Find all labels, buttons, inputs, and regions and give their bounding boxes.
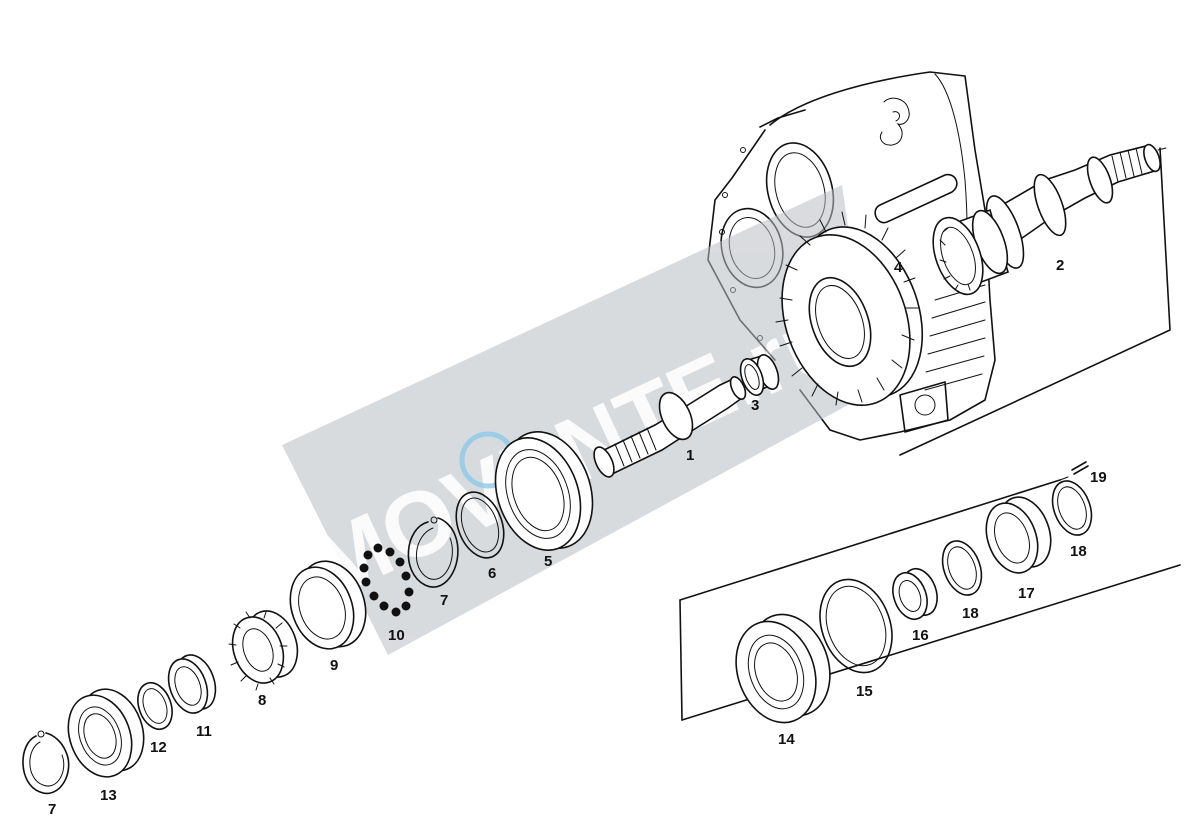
label-part-9: 9 xyxy=(330,657,338,674)
part-19-pin xyxy=(1071,461,1089,475)
part-11-bush xyxy=(167,654,217,714)
part-14-bearing xyxy=(735,613,831,724)
label-part-6: 6 xyxy=(488,565,496,582)
label-part-19: 19 xyxy=(1090,469,1107,486)
part-16-bushing xyxy=(892,567,938,621)
label-part-18-right: 18 xyxy=(1070,543,1087,560)
label-part-2: 2 xyxy=(1056,257,1064,274)
label-part-13: 13 xyxy=(100,787,117,804)
part-18-ring-left xyxy=(941,540,983,596)
part-12-ring xyxy=(137,681,173,731)
part-15-ring xyxy=(819,578,893,674)
label-part-15: 15 xyxy=(856,683,873,700)
part-13-bearing xyxy=(67,688,145,778)
label-part-10: 10 xyxy=(388,627,405,644)
part-10-ball-set xyxy=(359,543,414,617)
label-part-7-upper: 7 xyxy=(440,592,448,609)
label-part-8: 8 xyxy=(258,692,266,709)
housing-ribs xyxy=(924,284,986,391)
part-6-ring xyxy=(455,491,505,559)
label-part-4: 4 xyxy=(894,259,903,276)
part-5-bearing xyxy=(494,431,594,551)
part-18-ring-right xyxy=(1051,480,1093,536)
label-part-11: 11 xyxy=(196,723,212,740)
label-part-12: 12 xyxy=(150,739,167,756)
label-part-1: 1 xyxy=(686,447,694,464)
part-2-synchro-ring xyxy=(932,208,1009,296)
label-part-14: 14 xyxy=(778,731,795,748)
part-9-collar xyxy=(289,560,367,650)
callout-labels: 1 2 3 4 5 6 7 7 8 9 10 11 12 13 14 15 16… xyxy=(48,257,1107,818)
label-part-7-lower: 7 xyxy=(48,801,56,818)
label-part-17: 17 xyxy=(1018,585,1035,602)
label-part-5: 5 xyxy=(544,553,552,570)
part-8-splined-hub xyxy=(228,610,299,691)
label-part-3: 3 xyxy=(751,397,759,414)
part-7-circlip-lower xyxy=(22,730,70,795)
part-2-output-shaft xyxy=(983,143,1161,269)
label-part-16: 16 xyxy=(912,627,929,644)
label-part-18-left: 18 xyxy=(962,605,979,622)
part-17-sleeve xyxy=(985,496,1052,574)
watermark: MOVENTE.ru xyxy=(282,185,872,655)
part-3-bushing xyxy=(739,354,780,396)
part-4-gear xyxy=(775,211,924,407)
part-1-input-shaft xyxy=(593,376,747,478)
part-7-circlip-upper xyxy=(407,516,459,588)
